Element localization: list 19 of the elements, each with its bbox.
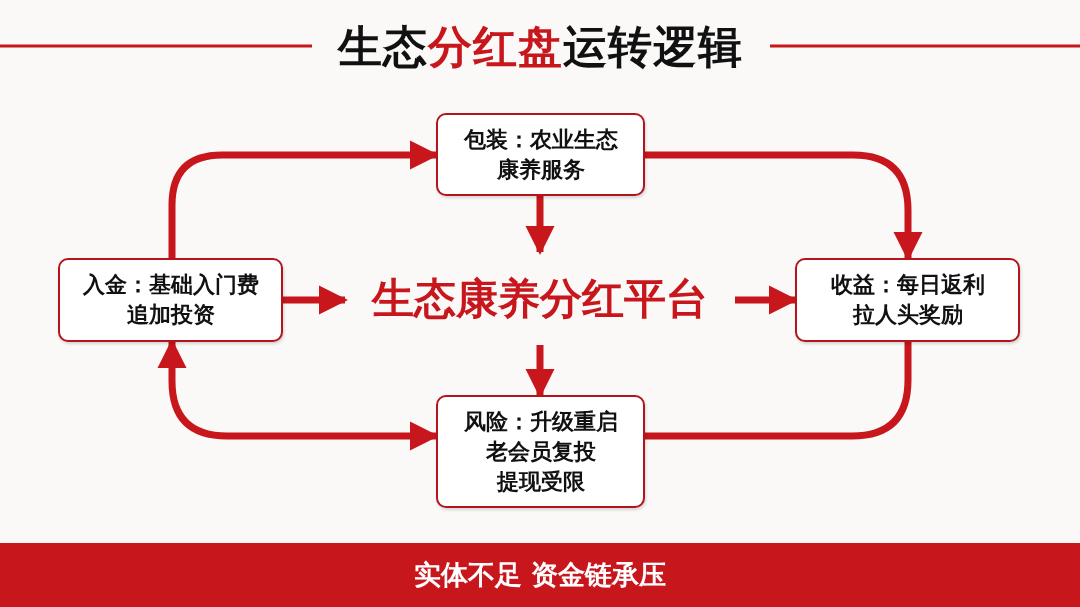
item-text: 老会员复投: [485, 437, 596, 466]
caption-banner: 实体不足 资金链承压: [0, 543, 1080, 607]
item-text: 提现受限: [496, 467, 585, 496]
platform-label: 生态康养分红平台: [372, 273, 708, 324]
arrow: [283, 285, 348, 315]
heading: 收益：每日返利: [830, 271, 985, 299]
item-text: 拉人头奖励: [852, 301, 963, 329]
heading: 入金：基础入门费: [82, 271, 259, 299]
item-text: 追加投资: [126, 301, 215, 329]
process-box: [436, 113, 645, 196]
process-box: [436, 395, 645, 508]
title: 生态分红盘运转逻辑: [337, 21, 743, 72]
heading: 风险：升级重启: [463, 407, 618, 436]
connector-line: [645, 342, 912, 440]
process-box: [58, 258, 283, 342]
item-text: 包装：农业生态康养服务: [462, 125, 619, 184]
process-box: [795, 258, 1020, 342]
arrow: [525, 196, 555, 255]
arrow: [645, 151, 923, 261]
